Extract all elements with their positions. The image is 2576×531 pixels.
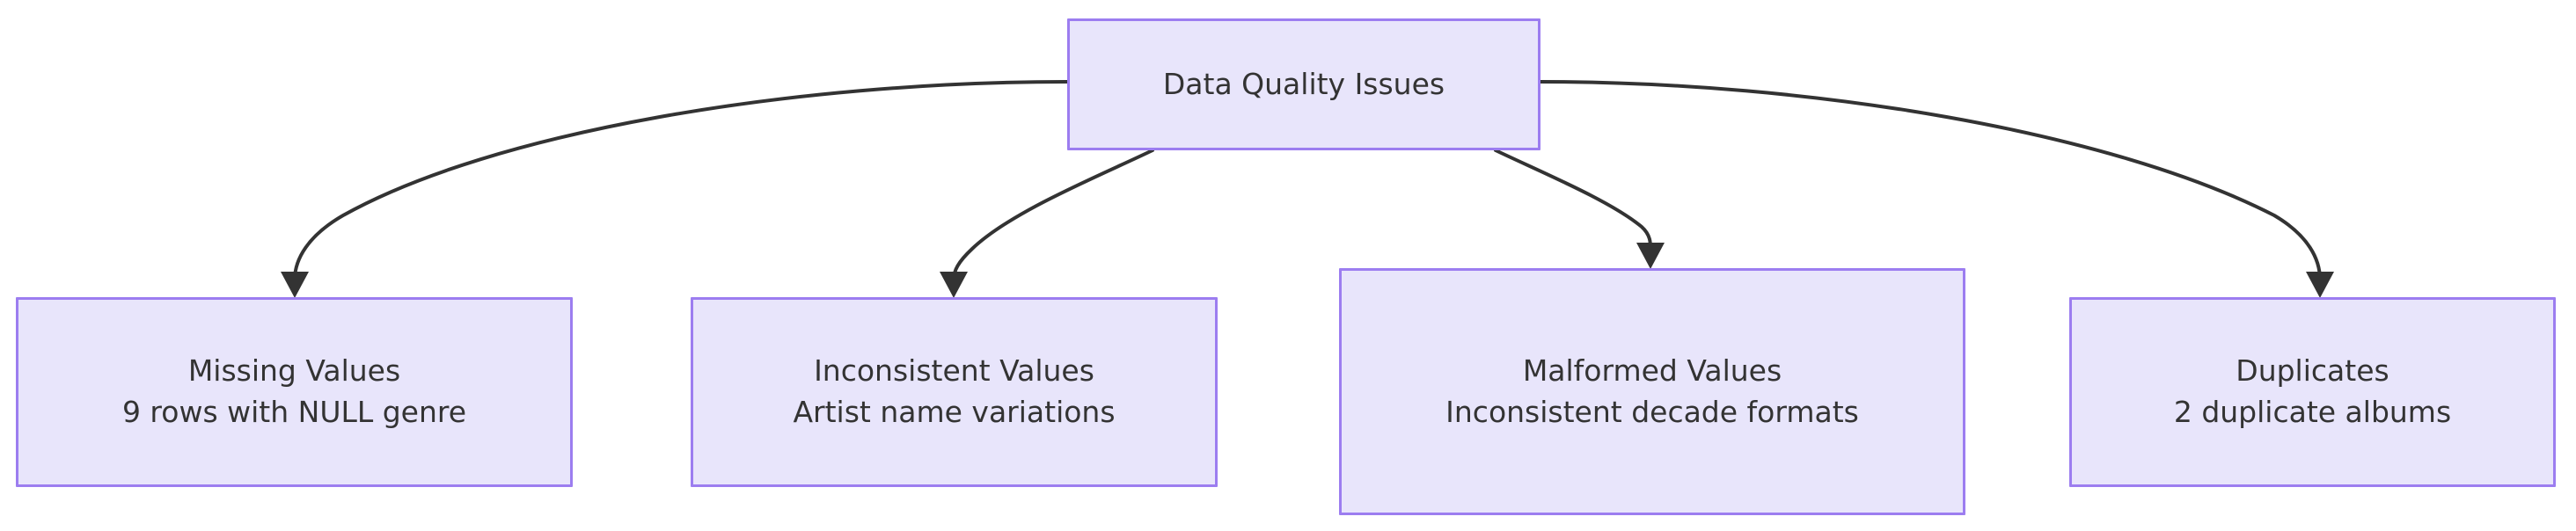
- node-missing-values[interactable]: Missing Values 9 rows with NULL genre: [16, 297, 573, 487]
- node-malformed-values-detail: Inconsistent decade formats: [1445, 394, 1859, 429]
- node-root-label: Data Quality Issues: [1162, 66, 1445, 101]
- edge-root-to-malformed-values: [1494, 149, 1665, 269]
- edge-root-to-inconsistent-values: [940, 149, 1154, 298]
- arrowhead-missing-values: [281, 272, 309, 298]
- node-data-quality-issues[interactable]: Data Quality Issues: [1067, 18, 1540, 150]
- node-inconsistent-values-detail: Artist name variations: [793, 395, 1116, 429]
- node-malformed-values-title: Malformed Values: [1522, 353, 1782, 388]
- node-duplicates-title: Duplicates: [2236, 353, 2389, 389]
- arrowhead-inconsistent-values: [940, 272, 968, 298]
- node-missing-values-detail: 9 rows with NULL genre: [121, 395, 467, 429]
- arrowhead-malformed-values: [1636, 243, 1665, 269]
- node-duplicates[interactable]: Duplicates 2 duplicate albums: [2069, 297, 2556, 487]
- node-inconsistent-values-title: Inconsistent Values: [814, 353, 1094, 389]
- edge-root-to-duplicates: [1539, 80, 2334, 298]
- node-duplicates-detail: 2 duplicate albums: [2173, 395, 2452, 429]
- arrowhead-duplicates: [2306, 272, 2334, 298]
- node-missing-values-title: Missing Values: [187, 353, 401, 389]
- node-inconsistent-values[interactable]: Inconsistent Values Artist name variatio…: [691, 297, 1218, 487]
- node-malformed-values[interactable]: Malformed Values Inconsistent decade for…: [1339, 268, 1965, 515]
- edge-root-to-missing-values: [281, 80, 1069, 298]
